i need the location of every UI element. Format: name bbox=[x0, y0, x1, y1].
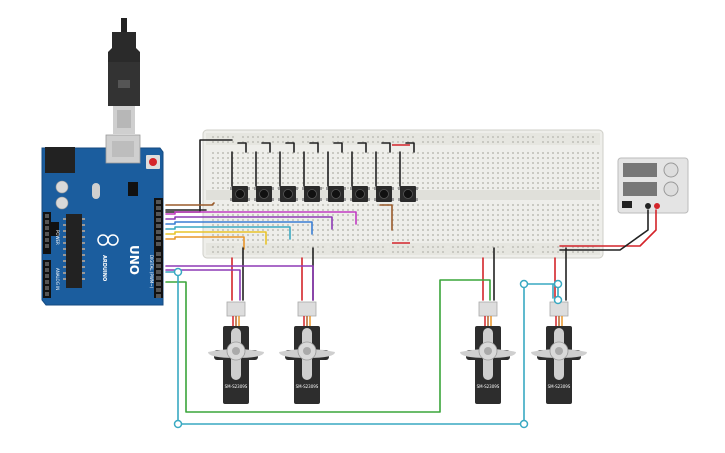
wire-endpoint-icon[interactable] bbox=[519, 419, 529, 429]
pushbutton[interactable] bbox=[278, 186, 298, 202]
usb-cable[interactable] bbox=[108, 18, 140, 134]
analog-header bbox=[43, 260, 51, 298]
atmega-chip bbox=[66, 214, 82, 288]
ground-wire[interactable] bbox=[375, 142, 391, 187]
voltage-knob-icon[interactable] bbox=[663, 162, 679, 178]
brand-text: ARDUINO bbox=[101, 255, 107, 281]
wire-endpoint-icon[interactable] bbox=[173, 267, 183, 277]
wire-endpoint-icon[interactable] bbox=[173, 419, 183, 429]
ground-wire[interactable] bbox=[351, 142, 367, 187]
digital-label: DIGITAL (PWM~) bbox=[149, 255, 154, 289]
capacitor bbox=[55, 196, 69, 210]
analog-label: ANALOG IN bbox=[55, 268, 60, 290]
ground-wire[interactable] bbox=[327, 142, 343, 187]
signal-wire[interactable] bbox=[165, 216, 333, 230]
servo-motor[interactable]: SM-S2309S bbox=[460, 301, 516, 404]
signal-wire[interactable] bbox=[165, 211, 357, 225]
servo-signal-wire[interactable] bbox=[165, 269, 241, 301]
pushbutton[interactable] bbox=[254, 186, 274, 202]
servo-model-label: SM-S2309S bbox=[548, 384, 571, 389]
servo-connector bbox=[297, 301, 317, 317]
signal-wire[interactable] bbox=[165, 236, 245, 250]
power-supply[interactable] bbox=[617, 157, 689, 214]
servo-signal-wire[interactable] bbox=[165, 279, 491, 413]
pushbutton[interactable] bbox=[230, 186, 250, 202]
ground-wire[interactable] bbox=[303, 142, 319, 187]
servo-model-label: SM-S2309S bbox=[296, 384, 319, 389]
current-knob-icon[interactable] bbox=[663, 181, 679, 197]
crystal bbox=[92, 183, 100, 199]
voltage-display bbox=[623, 163, 657, 177]
capacitor bbox=[55, 180, 69, 194]
servo-connector bbox=[226, 301, 246, 317]
ground-wire[interactable] bbox=[399, 142, 415, 187]
signal-wire[interactable] bbox=[165, 226, 291, 240]
signal-wire[interactable] bbox=[165, 231, 267, 245]
pushbutton[interactable] bbox=[302, 186, 322, 202]
positive-terminal bbox=[654, 203, 660, 209]
arduino-uno-board[interactable]: ARDUINO UNO DIGITAL (PWM~) POWER ANALOG … bbox=[41, 134, 164, 306]
pushbutton[interactable] bbox=[326, 186, 346, 202]
board-name: UNO bbox=[127, 245, 141, 275]
ground-wire[interactable] bbox=[231, 142, 247, 187]
power-wire[interactable] bbox=[559, 209, 657, 247]
servo-motor[interactable]: SM-S2309S bbox=[531, 301, 587, 404]
wire-endpoint-icon[interactable] bbox=[553, 295, 563, 305]
digital-header bbox=[154, 198, 163, 298]
servo-model-label: SM-S2309S bbox=[477, 384, 500, 389]
servo-signal-wire[interactable] bbox=[165, 265, 314, 301]
wire-endpoint-icon[interactable] bbox=[553, 279, 563, 289]
pushbutton[interactable] bbox=[398, 186, 418, 202]
negative-terminal bbox=[645, 203, 651, 209]
servo-model-label: SM-S2309S bbox=[225, 384, 248, 389]
pushbutton[interactable] bbox=[374, 186, 394, 202]
ground-wire[interactable] bbox=[255, 142, 271, 187]
pushbutton-group bbox=[230, 186, 418, 202]
wire-endpoint-icon[interactable] bbox=[519, 279, 529, 289]
servo-motor[interactable]: SM-S2309S bbox=[279, 301, 335, 404]
arduino-logo-icon bbox=[97, 234, 119, 246]
current-display bbox=[623, 182, 657, 196]
signal-wire[interactable] bbox=[165, 202, 215, 206]
signal-wire[interactable] bbox=[379, 204, 393, 231]
power-label: POWER bbox=[55, 230, 60, 245]
breadboard-holes bbox=[212, 136, 599, 253]
ground-wire[interactable] bbox=[279, 142, 295, 187]
power-switch[interactable] bbox=[622, 201, 632, 208]
top-rail bbox=[206, 133, 600, 145]
power-wire[interactable] bbox=[559, 209, 649, 251]
servo-motor[interactable]: SM-S2309S bbox=[208, 301, 264, 404]
pushbutton[interactable] bbox=[350, 186, 370, 202]
icsp-header bbox=[128, 182, 138, 196]
signal-wire[interactable] bbox=[165, 221, 313, 235]
power-jack bbox=[45, 147, 75, 173]
bottom-rail bbox=[206, 243, 600, 255]
servo-connector bbox=[478, 301, 498, 317]
